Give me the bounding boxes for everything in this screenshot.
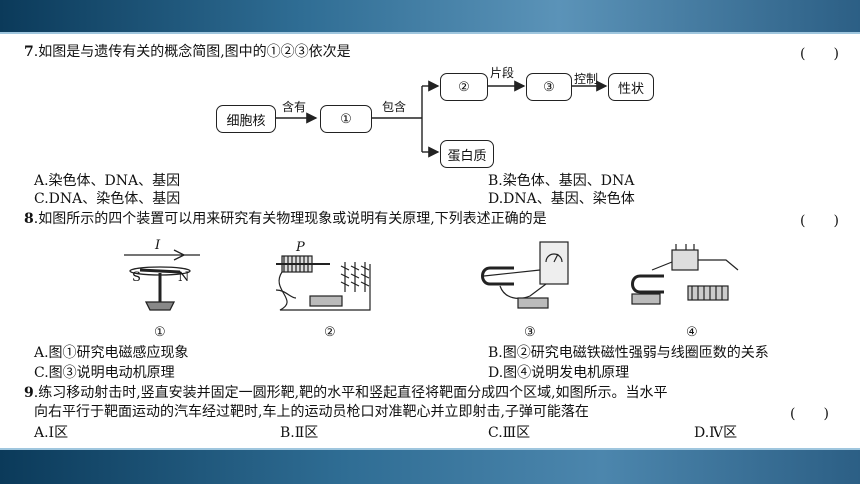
figure1-caption: ①: [154, 325, 166, 340]
q8-option-b[interactable]: B.图②研究电磁铁磁性强弱与线圈匝数的关系: [488, 345, 769, 361]
figure2-p-label: P: [296, 240, 305, 255]
figure1-n-pole-label: N: [178, 270, 190, 285]
q7-stem: 7.如图是与遗传有关的概念简图,图中的①②③依次是: [24, 43, 351, 61]
q8-option-d[interactable]: D.图④说明发电机原理: [488, 365, 630, 381]
diagram-includes-label: 包含: [382, 100, 407, 114]
q9-option-a[interactable]: A.Ⅰ区: [34, 425, 69, 441]
q9-answer-blank[interactable]: ( ): [790, 406, 829, 422]
figure1-oersted-apparatus: [124, 249, 200, 311]
figure3-magnet-galvanometer: [481, 241, 569, 309]
q8-option-c[interactable]: C.图③说明电动机原理: [34, 365, 175, 381]
diagram-contains-label: 含有: [282, 100, 307, 114]
bottom-banner: [0, 448, 860, 484]
q8-number: 8: [24, 211, 34, 227]
q8-stem-text: .如图所示的四个装置可以用来研究有关物理现象或说明有关原理,下列表述正确的是: [33, 211, 547, 227]
diagram-node3-box: ③: [526, 73, 572, 101]
q9-option-d[interactable]: D.Ⅳ区: [694, 425, 738, 441]
q9-option-b[interactable]: B.Ⅱ区: [280, 425, 319, 441]
figure1-current-label: I: [155, 238, 161, 253]
q8-answer-blank[interactable]: ( ): [800, 213, 839, 229]
q7-option-c[interactable]: C.DNA、染色体、基因: [34, 191, 181, 207]
diagram-node1-box: ①: [320, 105, 372, 133]
q9-option-c[interactable]: C.Ⅲ区: [488, 425, 531, 441]
q9-stem-line2: 向右平行于靶面运动的汽车经过靶时,车上的运动员枪口对准靶心并立即射击,子弹可能落…: [34, 404, 589, 420]
q7-stem-text: .如图是与遗传有关的概念简图,图中的①②③依次是: [33, 44, 351, 60]
diagram-segment-label: 片段: [490, 66, 515, 80]
top-banner: [0, 0, 860, 34]
q7-option-b[interactable]: B.染色体、基因、DNA: [488, 173, 635, 189]
q8-option-a[interactable]: A.图①研究电磁感应现象: [34, 345, 189, 361]
q7-number: 7: [24, 44, 34, 60]
figure4-caption: ④: [686, 325, 698, 340]
figure1-s-pole-label: S: [132, 270, 141, 285]
diagram-trait-box: 性状: [608, 73, 654, 101]
q7-answer-blank[interactable]: ( ): [800, 46, 839, 62]
diagram-controls-label: 控制: [574, 72, 599, 86]
q9-number: 9: [24, 385, 34, 401]
diagram-node2-box: ②: [440, 73, 488, 101]
figure3-caption: ③: [524, 325, 536, 340]
diagram-protein-box: 蛋白质: [440, 140, 494, 168]
figure2-caption: ②: [324, 325, 336, 340]
figure4-battery-motor: [631, 244, 739, 305]
q9-stem-text1: .练习移动射击时,竖直安装并固定一圆形靶,靶的水平和竖起直径将靶面分成四个区域,…: [33, 385, 668, 401]
q9-stem-line1: 9.练习移动射击时,竖直安装并固定一圆形靶,靶的水平和竖起直径将靶面分成四个区域…: [24, 384, 668, 402]
figure2-electromagnet-circuit: [275, 255, 371, 311]
q7-option-a[interactable]: A.染色体、DNA、基因: [34, 173, 181, 189]
diagram-cell-nucleus-box: 细胞核: [216, 105, 276, 133]
q8-stem: 8.如图所示的四个装置可以用来研究有关物理现象或说明有关原理,下列表述正确的是: [24, 210, 547, 228]
q7-option-d[interactable]: D.DNA、基因、染色体: [488, 191, 635, 207]
